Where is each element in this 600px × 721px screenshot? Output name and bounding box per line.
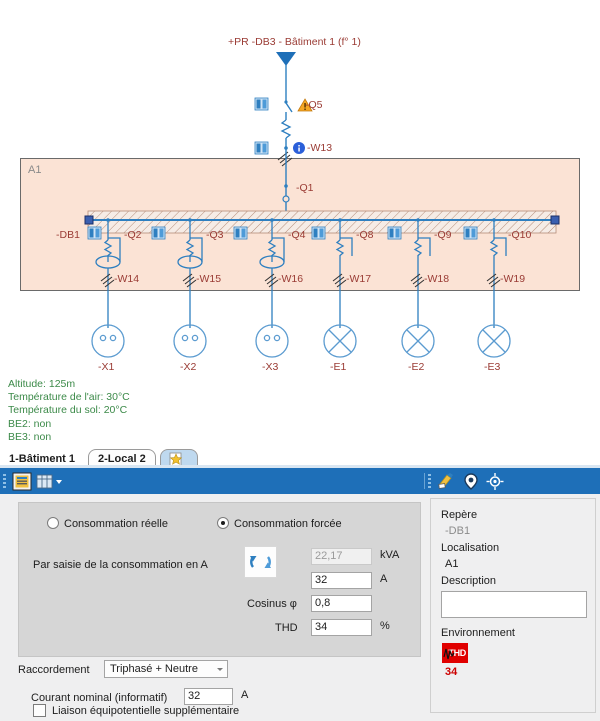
liaison-equipotentielle-checkbox[interactable]: Liaison équipotentielle supplémentaire: [33, 704, 240, 718]
consumption-form: Consommation réelle Consommation forcée …: [18, 502, 421, 657]
label-q1[interactable]: -Q1: [296, 182, 314, 194]
cosinus-label: Cosinus φ: [247, 598, 297, 610]
power-kva-unit: kVA: [380, 549, 400, 561]
label-e3[interactable]: -E3: [484, 361, 501, 373]
thd-field[interactable]: 34: [311, 619, 372, 636]
toolbar-grip-2[interactable]: [428, 474, 431, 488]
thd-badge-text: THD: [448, 648, 466, 658]
label-x2[interactable]: -X2: [180, 361, 197, 373]
radio-label-reelle: Consommation réelle: [64, 518, 168, 530]
toolbar-grip[interactable]: [3, 474, 6, 488]
paintbrush-icon[interactable]: [437, 472, 457, 491]
properties-sheet-icon[interactable]: [12, 472, 32, 491]
warning-triangle-icon: [297, 98, 313, 112]
raccordement-value: Triphasé + Neutre: [110, 663, 198, 675]
localisation-value[interactable]: A1: [445, 558, 459, 570]
feeder-title: +PR -DB3 - Bâtiment 1 (f° 1): [228, 36, 361, 48]
table-view-icon[interactable]: [36, 472, 64, 491]
label-w17[interactable]: -W17: [346, 273, 372, 285]
label-db1[interactable]: -DB1: [56, 229, 80, 241]
courant-nominal-unit: A: [241, 689, 249, 701]
object-properties-panel: Repère -DB1 Localisation A1 Description …: [430, 498, 596, 713]
label-q2[interactable]: -Q2: [124, 229, 142, 241]
location-pin-icon[interactable]: [461, 472, 481, 491]
environment-note: Altitude: 125m Température de l'air: 30°…: [8, 378, 130, 443]
label-q3[interactable]: -Q3: [206, 229, 224, 241]
toolbar[interactable]: [0, 468, 600, 494]
liaison-label: Liaison équipotentielle supplémentaire: [52, 705, 240, 717]
description-textarea[interactable]: [441, 591, 587, 618]
properties-form-panel: Consommation réelle Consommation forcée …: [0, 494, 600, 721]
label-q4[interactable]: -Q4: [288, 229, 306, 241]
label-e1[interactable]: -E1: [330, 361, 347, 373]
tab-bar[interactable]: 1-Bâtiment 1 2-Local 2: [0, 448, 600, 469]
label-x3[interactable]: -X3: [262, 361, 279, 373]
label-w16[interactable]: -W16: [278, 273, 304, 285]
label-w14[interactable]: -W14: [114, 273, 140, 285]
repere-label: Repère: [441, 509, 478, 521]
courant-nominal-field[interactable]: 32: [184, 688, 233, 705]
tab-batiment-1[interactable]: 1-Bâtiment 1: [9, 453, 76, 465]
tab-new-icon[interactable]: [159, 449, 198, 468]
thd-alarm-badge[interactable]: THD: [442, 643, 468, 663]
raccordement-select[interactable]: Triphasé + Neutre: [104, 660, 228, 678]
environnement-label: Environnement: [441, 627, 515, 639]
courant-nominal-label: Courant nominal (informatif): [31, 692, 168, 704]
thd-unit: %: [380, 620, 390, 632]
label-w13[interactable]: -W13: [307, 142, 333, 154]
radio-dot-reelle: [47, 517, 59, 529]
tab-local-2[interactable]: 2-Local 2: [88, 449, 156, 468]
current-a-field[interactable]: 32: [311, 572, 372, 589]
single-line-diagram[interactable]: A1: [0, 0, 600, 448]
power-kva-field: 22,17: [311, 548, 372, 565]
thd-badge-value: 34: [445, 666, 458, 678]
radio-dot-forcee: [217, 517, 229, 529]
label-q10[interactable]: -Q10: [508, 229, 532, 241]
label-w18[interactable]: -W18: [424, 273, 450, 285]
toolbar-separator: [424, 473, 425, 489]
label-w19[interactable]: -W19: [500, 273, 526, 285]
label-w15[interactable]: -W15: [196, 273, 222, 285]
diagram-canvas: [84, 52, 560, 358]
recalculate-button[interactable]: [244, 546, 277, 578]
entry-mode-label: Par saisie de la consommation en A: [33, 559, 208, 571]
description-label: Description: [441, 575, 497, 587]
tab-bar-underline: [0, 465, 600, 468]
raccordement-label: Raccordement: [18, 664, 90, 676]
cosinus-field[interactable]: 0,8: [311, 595, 372, 612]
repere-value: -DB1: [445, 525, 471, 537]
label-q8[interactable]: -Q8: [356, 229, 374, 241]
radio-label-forcee: Consommation forcée: [234, 518, 342, 530]
label-e2[interactable]: -E2: [408, 361, 425, 373]
info-circle-icon: [293, 142, 305, 154]
localisation-label: Localisation: [441, 542, 500, 554]
waveform-icon: [443, 648, 455, 660]
label-q9[interactable]: -Q9: [434, 229, 452, 241]
thd-label: THD: [275, 622, 298, 634]
chevron-down-icon: [217, 668, 223, 671]
checkbox-box: [33, 704, 46, 717]
label-x1[interactable]: -X1: [98, 361, 115, 373]
radio-consommation-reelle[interactable]: Consommation réelle: [47, 517, 168, 531]
radio-consommation-forcee[interactable]: Consommation forcée: [217, 517, 342, 531]
current-a-unit: A: [380, 573, 388, 585]
zone-a1-label: A1: [28, 164, 42, 176]
refresh-sync-icon: [250, 556, 271, 568]
label-q5[interactable]: -Q5: [305, 99, 323, 111]
target-crosshair-icon[interactable]: [485, 472, 505, 491]
